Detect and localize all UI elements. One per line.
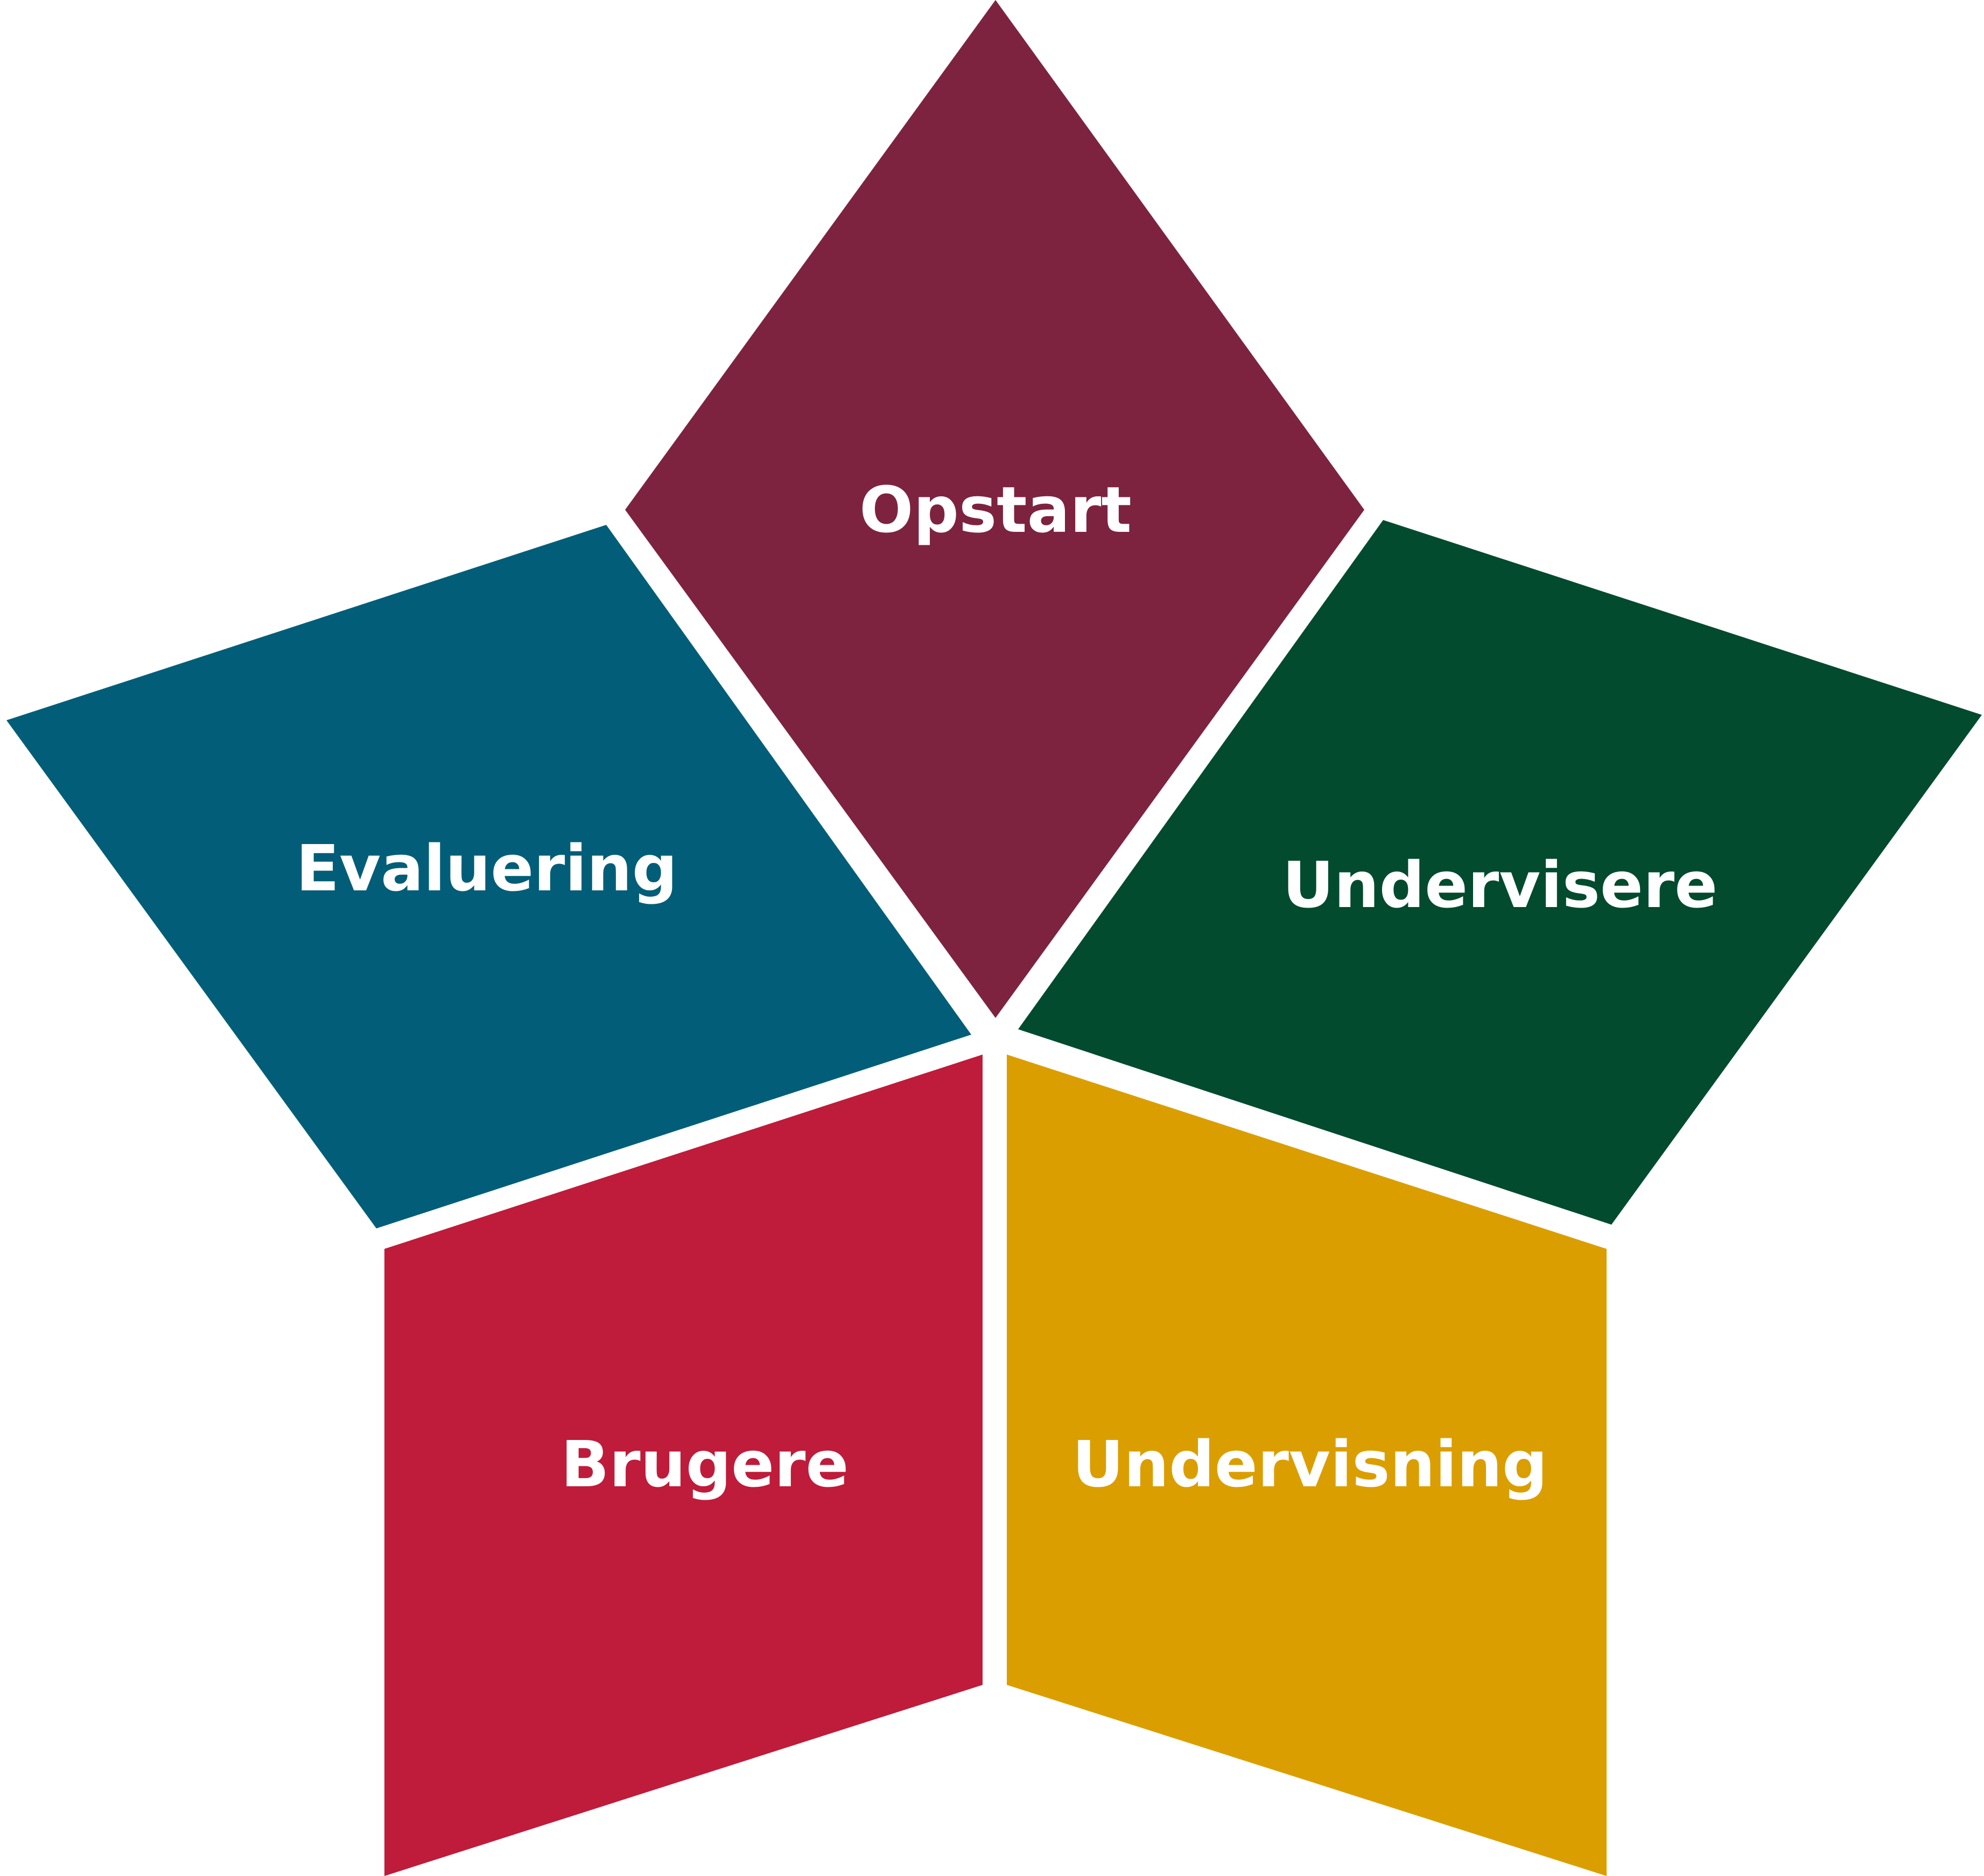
evaluering-shape [6,525,971,1228]
segment-brugere[interactable]: Brugere [384,1055,983,1876]
undervisere-shape [1018,520,1982,1225]
brugere-shape [384,1055,983,1876]
opstart-shape [625,0,1364,1018]
opstart-label: Opstart [859,473,1132,547]
brugere-label: Brugere [561,1427,849,1501]
segment-opstart[interactable]: Opstart [625,0,1364,1018]
undervisning-label: Undervisning [1072,1427,1547,1501]
undervisning-shape [1007,1055,1607,1876]
undervisere-label: Undervisere [1282,848,1717,922]
segment-evaluering[interactable]: Evaluering [6,525,971,1228]
evaluering-label: Evaluering [296,831,678,905]
segment-undervisning[interactable]: Undervisning [1007,1055,1607,1876]
segment-undervisere[interactable]: Undervisere [1018,520,1982,1225]
